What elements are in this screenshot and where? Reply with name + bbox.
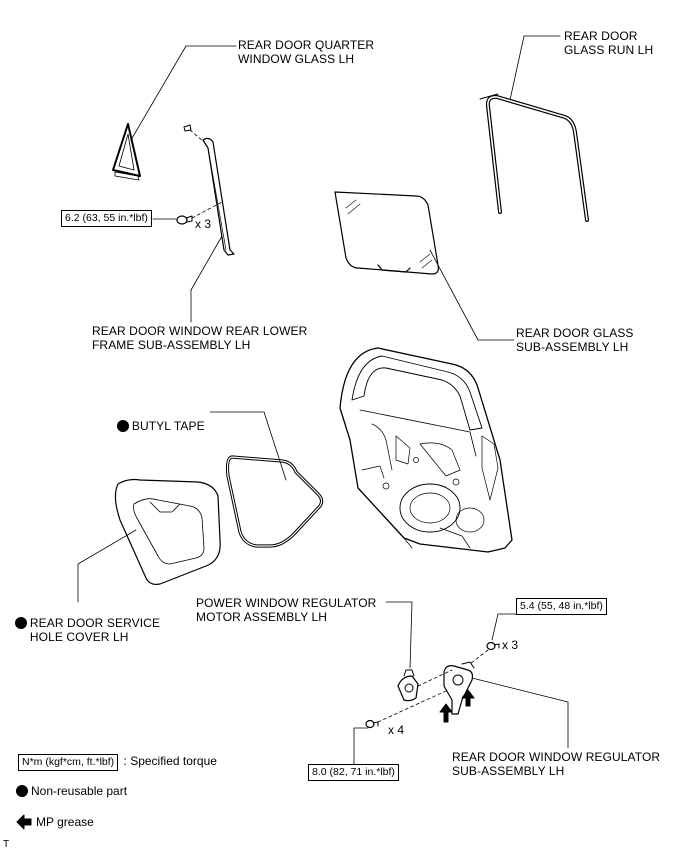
torque-box-frame: 6.2 (63, 55 in.*lbf) — [61, 210, 152, 227]
non-reusable-icon — [14, 617, 27, 629]
filled-circle-icon — [16, 785, 28, 797]
legend-torque-text: : Specified torque — [123, 754, 217, 768]
corner-mark: T — [3, 839, 10, 850]
rear-lower-frame — [202, 137, 235, 256]
screw-path-frame — [189, 129, 205, 143]
label-motor: POWER WINDOW REGULATOR MOTOR ASSEMBLY LH — [196, 596, 377, 624]
bolt-regulator-lower — [365, 719, 379, 729]
legend-torque-box: N*m (kgf*cm, ft.*lbf) — [18, 754, 119, 771]
qty-frame: x 3 — [195, 217, 212, 231]
legend-grease: MP grease — [36, 815, 94, 829]
service-hole-cover — [114, 478, 221, 585]
bolt-path-regulator-lower — [377, 689, 449, 723]
grease-arrow-1 — [439, 703, 453, 723]
non-reusable-icon — [116, 420, 129, 432]
label-lower-frame: REAR DOOR WINDOW REAR LOWER FRAME SUB-AS… — [92, 324, 308, 352]
glass-run — [479, 93, 589, 222]
door-panel — [339, 347, 513, 553]
label-quarter-glass: REAR DOOR QUARTER WINDOW GLASS LH — [238, 38, 375, 66]
bolt-path-regulator-upper — [469, 649, 489, 665]
qty-regulator-upper: x 3 — [502, 638, 519, 652]
butyl-tape-text: BUTYL TAPE — [131, 419, 205, 433]
qty-regulator-lower: x 4 — [388, 723, 405, 737]
label-glass-run: REAR DOOR GLASS RUN LH — [564, 29, 654, 57]
quarter-window-glass — [112, 123, 141, 181]
legend-non-reusable-text: Non-reusable part — [31, 784, 128, 798]
regulator-motor — [397, 669, 419, 702]
label-hole-cover: REAR DOOR SERVICE HOLE COVER LH — [8, 602, 160, 644]
torque-box-regulator-lower: 8.0 (82, 71 in.*lbf) — [308, 764, 399, 781]
hole-cover-text: REAR DOOR SERVICE HOLE COVER LH — [29, 616, 161, 644]
leader-regulator — [471, 677, 569, 703]
legend-torque: N*m (kgf*cm, ft.*lbf) : Specified torque — [18, 754, 217, 771]
legend-non-reusable: Non-reusable part — [16, 784, 127, 798]
bolt-regulator-upper — [486, 641, 500, 651]
arrow-left-icon — [16, 814, 32, 830]
leader-glass-run — [509, 35, 525, 101]
torque-box-regulator-upper: 5.4 (55, 48 in.*lbf) — [516, 598, 607, 615]
label-door-glass: REAR DOOR GLASS SUB-ASSEMBLY LH — [516, 326, 634, 354]
bolt-path-frame — [191, 201, 223, 219]
door-glass — [334, 191, 439, 275]
label-regulator: REAR DOOR WINDOW REGULATOR SUB-ASSEMBLY … — [452, 750, 661, 778]
butyl-tape — [225, 455, 324, 548]
leader-hole-cover — [77, 529, 137, 603]
leader-motor — [385, 601, 413, 669]
window-regulator — [443, 661, 475, 715]
leader-butyl-tape — [209, 411, 287, 481]
motor-path — [417, 669, 453, 687]
bolt-frame — [176, 215, 193, 225]
grease-arrow-2 — [461, 689, 475, 707]
label-butyl-tape: BUTYL TAPE — [110, 405, 205, 433]
screw-frame-top — [183, 124, 192, 132]
leader-door-glass — [429, 249, 479, 341]
leader-quarter-glass — [130, 45, 187, 141]
leader-regulator-lower — [353, 727, 369, 765]
leader-regulator-upper — [491, 613, 517, 641]
leader-lower-frame — [190, 235, 223, 291]
